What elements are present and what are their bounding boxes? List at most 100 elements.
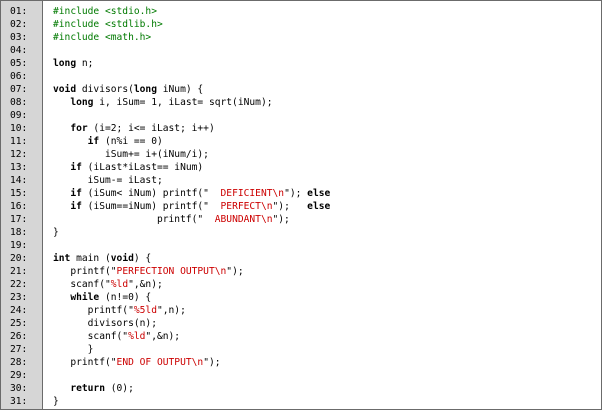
line-number: 19: [10,240,28,251]
code-token: n; [76,58,94,69]
code-line: 05:long n; [1,57,601,70]
line-number: 06: [10,71,28,82]
string-literal: DEFICIENT\n [208,188,285,199]
code-line: 14: iSum-= iLast; [1,174,601,187]
code-text: scanf("%ld",&n); [53,330,180,343]
line-number: 09: [10,110,28,121]
code-line: 03:#include <math.h> [1,31,601,44]
code-line: 11: if (n%i == 0) [1,135,601,148]
line-number: 05: [10,58,28,69]
code-token [53,97,70,108]
code-line: 17: printf(" ABUNDANT\n"); [1,213,601,226]
code-text: printf("END OF OUTPUT\n"); [53,356,221,369]
code-token: (iSum==iNum) printf(" [81,201,209,212]
code-token: printf(" [53,266,117,277]
code-line: 20: int main (void) { [1,252,601,265]
code-token: "); [272,214,290,225]
line-number: 13: [10,162,28,173]
code-line: 12: iSum+= i+(iNum/i); [1,148,601,161]
keyword: long [70,97,94,108]
code-line: 25: divisors(n); [1,317,601,330]
code-line: 15: if (iSum< iNum) printf(" DEFICIENT\n… [1,187,601,200]
preprocessor-directive: #include <math.h> [53,32,152,43]
line-number: 20: [10,253,28,264]
string-literal: %5ld [133,305,157,316]
code-text: } [53,343,94,356]
code-token: iNum) { [156,84,204,95]
code-token: i, iSum= 1, iLast= sqrt(iNum); [93,97,273,108]
code-token: "); [203,357,221,368]
code-token [53,123,70,134]
code-line: 24: printf("%5ld",n); [1,304,601,317]
code-token [53,162,70,173]
code-token: iSum-= iLast; [53,175,163,186]
code-line: 29: [1,369,601,382]
line-number: 01: [10,6,28,17]
code-line: 09: [1,109,601,122]
code-line: 31:} [1,395,601,408]
code-line: 18:} [1,226,601,239]
line-number: 21: [10,266,28,277]
code-text: printf("PERFECTION OUTPUT\n"); [53,265,243,278]
code-text: } [53,395,59,408]
code-token: ) { [133,253,152,264]
line-number: 07: [10,84,28,95]
line-number: 28: [10,357,28,368]
line-number: 12: [10,149,28,160]
code-token: printf(" [53,214,204,225]
line-number: 25: [10,318,28,329]
string-literal: END OF OUTPUT\n [116,357,204,368]
line-number: 29: [10,370,28,381]
string-literal: PERFECTION OUTPUT\n [116,266,227,277]
code-token: iSum+= i+(iNum/i); [53,149,209,160]
string-literal: ABUNDANT\n [203,214,273,225]
line-number: 26: [10,331,28,342]
code-text: long i, iSum= 1, iLast= sqrt(iNum); [53,96,273,109]
code-token [53,136,88,147]
code-token [53,383,70,394]
line-number: 27: [10,344,28,355]
line-number: 14: [10,175,28,186]
keyword: void [110,253,134,264]
preprocessor-directive: #include <stdlib.h> [53,19,163,30]
code-text: scanf("%ld",&n); [53,278,163,291]
code-text: if (n%i == 0) [53,135,163,148]
code-token: main ( [70,253,111,264]
code-token: (n!=0) { [99,292,152,303]
code-line: 10: for (i=2; i<= iLast; i++) [1,122,601,135]
keyword: if [70,201,82,212]
keyword: return [70,383,105,394]
code-line: 01:#include <stdio.h> [1,5,601,18]
code-token: scanf(" [53,331,129,342]
keyword: int [53,253,71,264]
code-token: printf(" [53,357,117,368]
code-line: 19: [1,239,601,252]
line-number: 23: [10,292,28,303]
line-number: 16: [10,201,28,212]
line-number: 02: [10,19,28,30]
code-text: if (iLast*iLast== iNum) [53,161,203,174]
code-token: (i=2; i<= iLast; i++) [87,123,215,134]
code-line: 22: scanf("%ld",&n); [1,278,601,291]
line-number: 30: [10,383,28,394]
code-line: 07:void divisors(long iNum) { [1,83,601,96]
code-line: 08: long i, iSum= 1, iLast= sqrt(iNum); [1,96,601,109]
code-token: "); [272,201,308,212]
line-number: 15: [10,188,28,199]
code-text: iSum+= i+(iNum/i); [53,148,209,161]
code-text: int main (void) { [53,252,151,265]
code-line: 21: printf("PERFECTION OUTPUT\n"); [1,265,601,278]
code-token: (n%i == 0) [99,136,163,147]
code-token: ",&n); [128,279,163,290]
code-text: #include <stdlib.h> [53,18,163,31]
line-number: 22: [10,279,28,290]
code-line: 13: if (iLast*iLast== iNum) [1,161,601,174]
code-token: divisors( [76,84,134,95]
code-text: printf("%5ld",n); [53,304,186,317]
code-text: if (iSum< iNum) printf(" DEFICIENT\n"); … [53,187,330,200]
code-line: 02: #include <stdlib.h> [1,18,601,31]
code-token: ",n); [156,305,186,316]
line-number: 17: [10,214,28,225]
code-text: #include <math.h> [53,31,151,44]
